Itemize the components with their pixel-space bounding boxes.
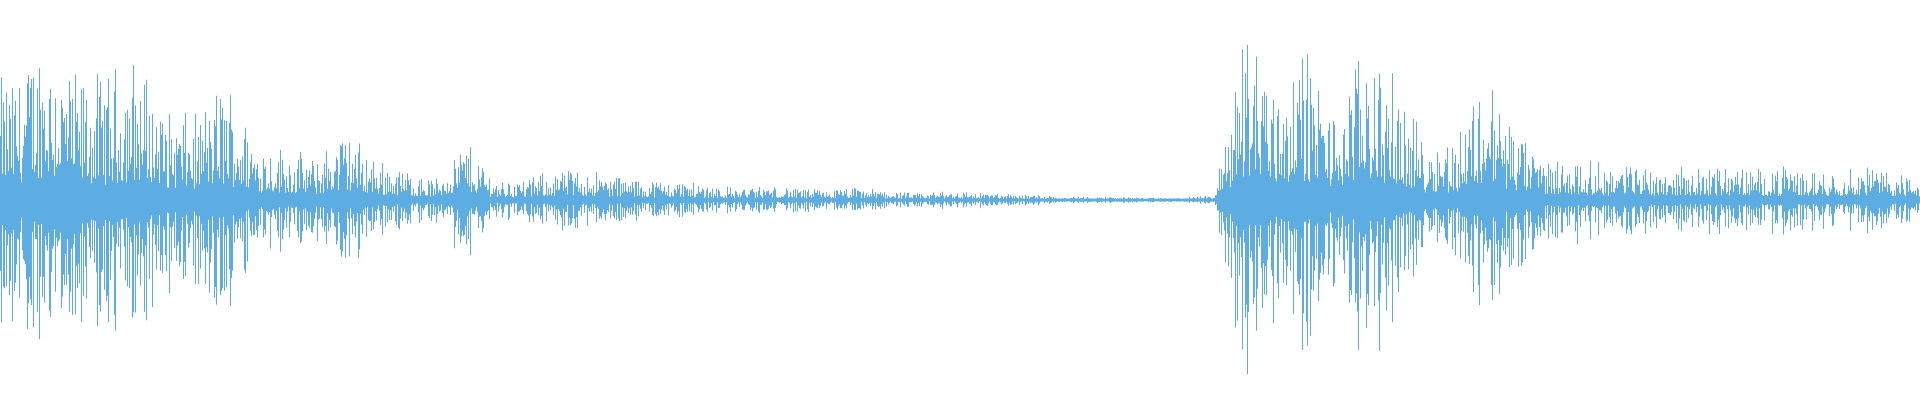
audio-waveform xyxy=(0,44,1920,375)
